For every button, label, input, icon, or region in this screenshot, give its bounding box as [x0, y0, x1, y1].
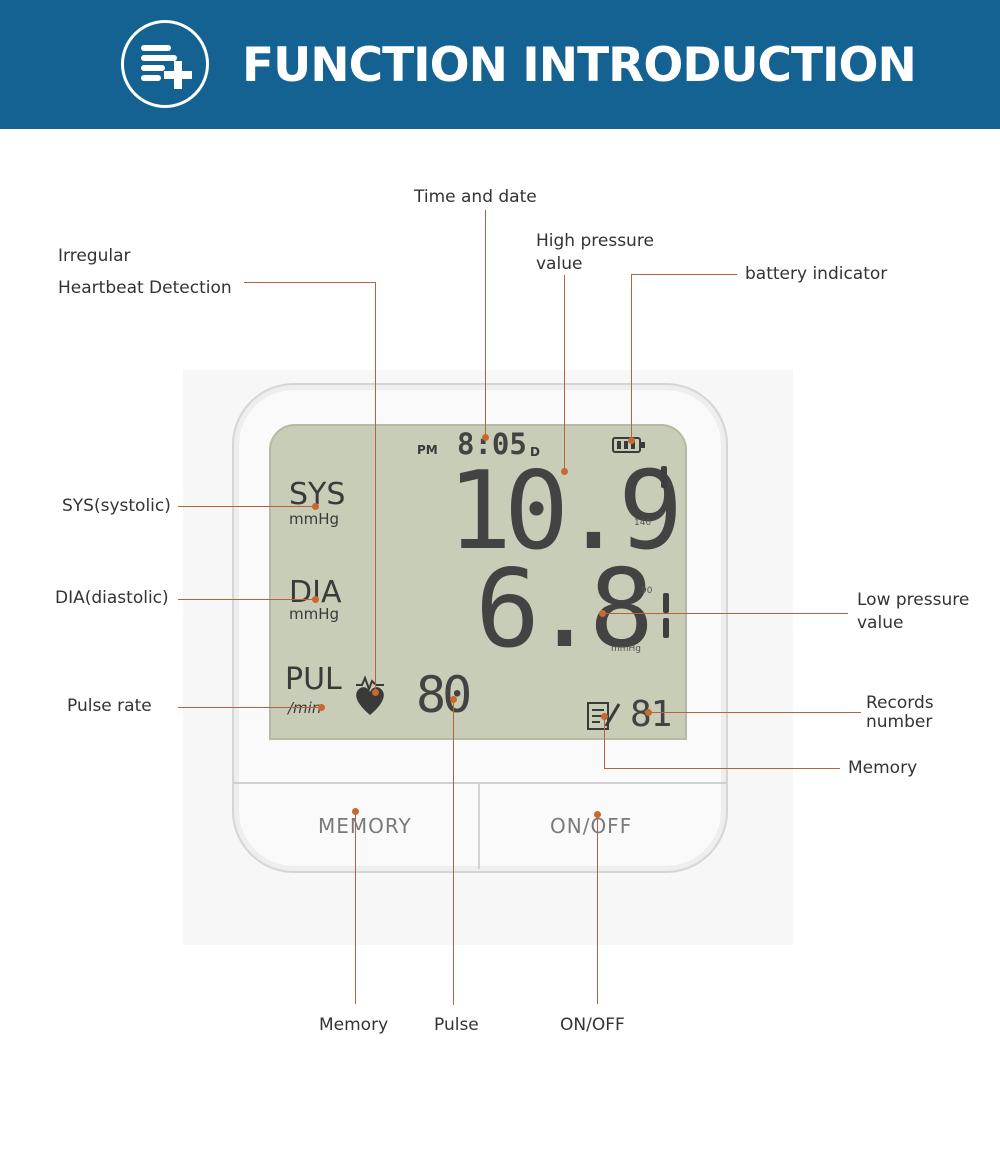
leader-sys: [178, 506, 315, 507]
callout-irregular-line1: Irregular: [58, 246, 131, 266]
callout-time-date: Time and date: [414, 187, 537, 207]
lcd-pulse-value: 80: [416, 666, 472, 724]
callout-onoff: ON/OFF: [560, 1015, 625, 1035]
leader-battery-dot: [627, 436, 635, 444]
scale-bar-mid: [663, 593, 669, 613]
leader-onoff: [597, 814, 598, 1004]
scale-bar-low: [663, 618, 669, 638]
leader-irregular-v: [375, 282, 376, 692]
leader-dia-dot: [311, 595, 319, 603]
callout-high-pressure: High pressure value: [536, 230, 654, 276]
callout-irregular-heartbeat: Irregular Heartbeat Detection: [58, 240, 232, 304]
callout-dia: DIA(diastolic): [55, 588, 169, 608]
scale-unit: mmHg: [611, 644, 642, 654]
leader-high: [564, 275, 565, 471]
callout-high-line1: High pressure: [536, 231, 654, 251]
leader-sys-dot: [311, 502, 319, 510]
callout-pulse: Pulse: [434, 1015, 479, 1035]
lcd-diastolic-value: 6.8: [475, 547, 654, 672]
callout-records-line2: number: [866, 712, 933, 732]
callout-memory-icon: Memory: [848, 758, 918, 778]
lcd-dia-unit: mmHg: [289, 605, 340, 623]
leader-high-dot: [560, 467, 568, 475]
scale-label-90: 90: [641, 586, 653, 596]
lcd-time: 8:05: [457, 427, 527, 461]
page-title: FUNCTION INTRODUCTION: [242, 38, 917, 93]
leader-battery-h: [631, 274, 737, 275]
callout-records-line1: Records: [866, 693, 934, 713]
leader-dia: [178, 599, 315, 600]
scale-label-140: 140: [634, 518, 652, 528]
leader-battery-v: [631, 274, 632, 440]
leader-onoff-dot: [593, 810, 601, 818]
lcd-day-marker: D: [530, 445, 540, 459]
leader-pulse-rate-dot: [317, 703, 325, 711]
callout-pulse-rate: Pulse rate: [67, 696, 152, 716]
callout-irregular-line2: Heartbeat Detection: [58, 278, 232, 298]
leader-low-dot: [598, 609, 606, 617]
leader-time-dot: [481, 433, 489, 441]
leader-irregular-dot: [371, 688, 379, 696]
medical-list-plus-glyph: [141, 45, 192, 89]
callout-low-line1: Low pressure: [857, 590, 970, 610]
lcd-dia-label: DIA: [289, 575, 342, 610]
callout-battery: battery indicator: [745, 264, 888, 284]
scale-bar-top: [661, 466, 667, 488]
leader-irregular-h: [244, 282, 375, 283]
heart-icon: [352, 673, 388, 722]
callout-memory-button: Memory: [319, 1015, 389, 1035]
leader-records-dot: [644, 708, 652, 716]
leader-low: [602, 613, 848, 614]
callout-low-line2: value: [857, 613, 904, 633]
onoff-button[interactable]: ON/OFF: [550, 814, 633, 838]
lcd-sys-unit: mmHg: [289, 510, 340, 528]
lcd-screen: [269, 424, 687, 740]
callout-records-number: Records number: [866, 694, 934, 732]
memory-button[interactable]: MEMORY: [318, 814, 412, 838]
lcd-meridiem: PM: [417, 443, 438, 457]
leader-memory-icon-h: [604, 768, 840, 769]
button-divider: [478, 783, 480, 869]
leader-memory-button-dot: [351, 807, 359, 815]
leader-records: [648, 712, 861, 713]
leader-pulse-dot: [449, 695, 457, 703]
battery-icon: [612, 437, 646, 458]
leader-memory-icon-v: [604, 716, 605, 768]
lcd-pul-unit: /min: [288, 699, 322, 717]
header-banner: FUNCTION INTRODUCTION: [0, 0, 1000, 129]
medical-list-plus-icon: [121, 20, 209, 108]
button-panel: [233, 782, 727, 872]
callout-sys: SYS(systolic): [62, 496, 171, 516]
leader-time: [485, 210, 486, 437]
leader-memory-icon-dot: [600, 712, 608, 720]
callout-low-pressure: Low pressure value: [857, 589, 969, 635]
leader-pulse: [453, 699, 454, 1005]
callout-high-line2: value: [536, 254, 583, 274]
lcd-systolic-value: 10.9: [447, 449, 683, 574]
leader-pulse-rate: [178, 707, 321, 708]
lcd-pul-label: PUL: [285, 662, 342, 697]
leader-memory-button: [355, 811, 356, 1004]
